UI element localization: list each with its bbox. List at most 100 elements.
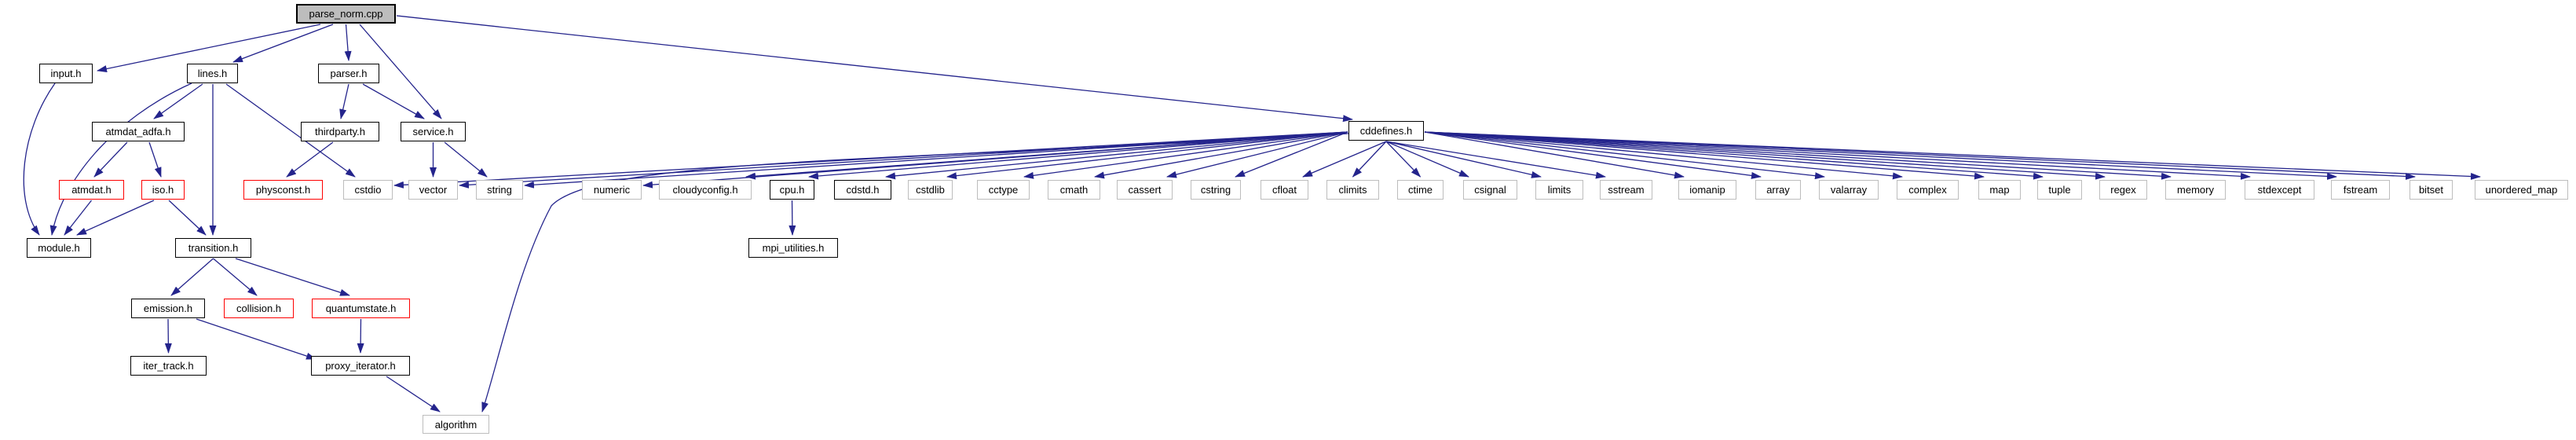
- edge-transition_h-to-quantumstate_h: [235, 258, 350, 296]
- node-label: cddefines.h: [1359, 125, 1413, 137]
- edge-cddefines_h-to-limits: [1385, 141, 1542, 178]
- edge-iso_h-to-module_h: [76, 200, 155, 236]
- edge-parse_norm_cpp-to-parser_h: [344, 24, 352, 61]
- node-label: iso.h: [152, 184, 174, 196]
- edge-atmdat_h-to-module_h: [64, 200, 93, 236]
- node-iso_h[interactable]: iso.h: [141, 180, 185, 200]
- edge-thirdparty_h-to-physconst_h: [286, 141, 334, 178]
- node-iter_track_h[interactable]: iter_track.h: [130, 356, 207, 376]
- node-service_h[interactable]: service.h: [401, 122, 466, 141]
- node-label: parser.h: [330, 68, 368, 79]
- edge-quantumstate_h-to-proxy_iterator_h: [357, 318, 364, 354]
- node-mpi_utilities_h[interactable]: mpi_utilities.h: [748, 238, 838, 258]
- node-label: cloudyconfig.h: [672, 184, 738, 196]
- node-transition_h[interactable]: transition.h: [175, 238, 251, 258]
- edge-parse_norm_cpp-to-input_h: [97, 24, 321, 72]
- node-label: transition.h: [188, 242, 239, 254]
- node-cstdio: cstdio: [343, 180, 393, 200]
- node-parse_norm_cpp[interactable]: parse_norm.cpp: [296, 4, 396, 24]
- edge-cddefines_h-to-cpu_h: [808, 131, 1348, 180]
- node-map: map: [1978, 180, 2021, 200]
- node-label: vector: [419, 184, 448, 196]
- edge-atmdat_adfa_h-to-atmdat_h: [93, 141, 128, 178]
- node-label: module.h: [38, 242, 80, 254]
- edge-emission_h-to-iter_track_h: [164, 318, 172, 354]
- node-label: quantumstate.h: [325, 302, 397, 314]
- node-label: iomanip: [1689, 184, 1725, 196]
- node-label: cstdio: [354, 184, 382, 196]
- edge-parser_h-to-thirdparty_h: [339, 83, 349, 119]
- node-cdstd_h[interactable]: cdstd.h: [834, 180, 891, 200]
- edge-cddefines_h-to-cstdlib: [946, 131, 1348, 180]
- edge-cddefines_h-to-cstdio: [393, 131, 1348, 189]
- node-iomanip: iomanip: [1678, 180, 1736, 200]
- node-label: atmdat_adfa.h: [105, 126, 171, 138]
- node-physconst_h[interactable]: physconst.h: [243, 180, 323, 200]
- edge-cddefines_h-to-csignal: [1385, 141, 1469, 178]
- node-stdexcept: stdexcept: [2245, 180, 2314, 200]
- edge-cddefines_h-to-stdexcept: [1424, 131, 2251, 180]
- node-atmdat_h[interactable]: atmdat.h: [59, 180, 124, 200]
- edge-cddefines_h-to-regex: [1424, 131, 2106, 180]
- node-label: array: [1766, 184, 1790, 196]
- node-label: thirdparty.h: [314, 126, 366, 138]
- node-csignal: csignal: [1463, 180, 1517, 200]
- node-label: cfloat: [1272, 184, 1297, 196]
- edge-cddefines_h-to-array: [1424, 131, 1762, 179]
- edge-cpu_h-to-mpi_utilities_h: [789, 200, 796, 236]
- node-label: complex: [1908, 184, 1947, 196]
- edge-transition_h-to-collision_h: [213, 258, 258, 296]
- node-lines_h[interactable]: lines.h: [187, 64, 238, 83]
- node-label: regex: [2110, 184, 2136, 196]
- edge-cddefines_h-to-tuple: [1424, 131, 2044, 180]
- edge-service_h-to-string: [444, 141, 488, 178]
- edge-atmdat_adfa_h-to-iso_h: [148, 141, 162, 178]
- edge-cddefines_h-to-climits: [1352, 141, 1387, 178]
- node-input_h[interactable]: input.h: [39, 64, 93, 83]
- node-complex: complex: [1897, 180, 1959, 200]
- node-quantumstate_h[interactable]: quantumstate.h: [312, 299, 410, 318]
- node-label: cdstd.h: [846, 184, 880, 196]
- node-label: emission.h: [143, 302, 193, 314]
- node-label: string: [487, 184, 512, 196]
- node-label: proxy_iterator.h: [325, 360, 396, 372]
- node-atmdat_adfa_h[interactable]: atmdat_adfa.h: [92, 122, 185, 141]
- node-unordered_map: unordered_map: [2475, 180, 2568, 200]
- node-label: tuple: [2048, 184, 2071, 196]
- node-label: cmath: [1059, 184, 1089, 196]
- node-module_h[interactable]: module.h: [27, 238, 91, 258]
- node-proxy_iterator_h[interactable]: proxy_iterator.h: [311, 356, 410, 376]
- node-label: stdexcept: [2257, 184, 2302, 196]
- edge-lines_h-to-cstdio: [225, 83, 356, 178]
- edge-proxy_iterator_h-to-algorithm: [386, 376, 441, 412]
- node-label: input.h: [50, 68, 82, 79]
- node-label: sstream: [1608, 184, 1645, 196]
- edge-cddefines_h-to-map: [1424, 131, 1985, 180]
- node-cpu_h[interactable]: cpu.h: [770, 180, 814, 200]
- edge-cddefines_h-to-cdstd_h: [885, 131, 1348, 180]
- node-label: fstream: [2343, 184, 2378, 196]
- node-cddefines_h[interactable]: cddefines.h: [1348, 121, 1424, 141]
- node-sstream: sstream: [1600, 180, 1652, 200]
- node-label: cassert: [1128, 184, 1162, 196]
- node-parser_h[interactable]: parser.h: [318, 64, 379, 83]
- node-label: cstdlib: [916, 184, 945, 196]
- node-emission_h[interactable]: emission.h: [131, 299, 205, 318]
- node-string: string: [476, 180, 523, 200]
- node-thirdparty_h[interactable]: thirdparty.h: [301, 122, 379, 141]
- node-label: iter_track.h: [143, 360, 194, 372]
- edge-cddefines_h-to-vector: [459, 131, 1348, 189]
- node-label: mpi_utilities.h: [762, 242, 825, 254]
- edge-cddefines_h-to-cstring: [1235, 131, 1348, 178]
- node-cstring: cstring: [1191, 180, 1241, 200]
- edge-parse_norm_cpp-to-lines_h: [232, 24, 334, 63]
- node-cfloat: cfloat: [1261, 180, 1308, 200]
- edge-emission_h-to-proxy_iterator_h: [196, 318, 317, 360]
- node-numeric: numeric: [582, 180, 642, 200]
- edge-cddefines_h-to-fstream: [1424, 131, 2337, 180]
- node-collision_h[interactable]: collision.h: [224, 299, 294, 318]
- node-label: bitset: [2418, 184, 2444, 196]
- node-label: cstring: [1200, 184, 1231, 196]
